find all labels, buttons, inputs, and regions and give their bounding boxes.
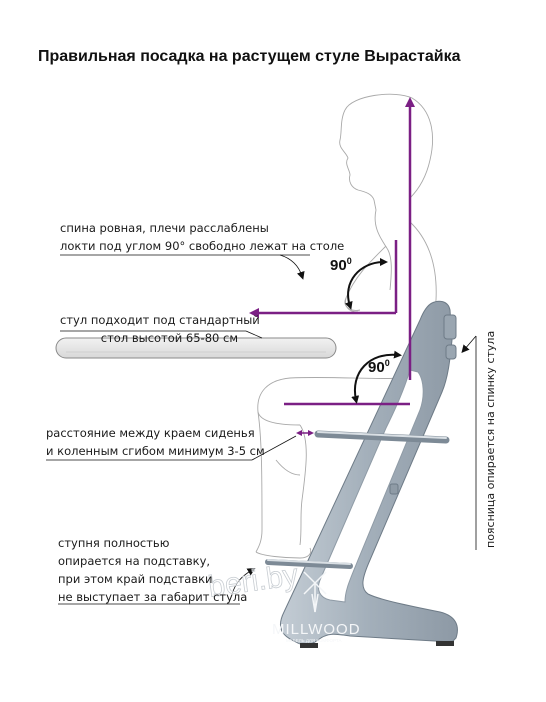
lumbar-note: поясница опирается на спинку стула [484, 330, 497, 548]
foot-pad [436, 641, 454, 646]
foot-note: ступня полностью опирается на подставку,… [58, 534, 248, 606]
foot-pad-2 [300, 643, 318, 648]
hip-angle-label: 900 [368, 358, 390, 376]
backrest-block [443, 314, 457, 340]
brand-name: MILLWOOD [272, 621, 361, 638]
foot-note-line-4: не выступает за габарит стула [58, 590, 248, 604]
knee-note-line-1: расстояние между краем сиденья [46, 426, 255, 440]
hip-angle-arc [351, 350, 402, 404]
knee-note-line-2: и коленным сгибом минимум 3-5 см [46, 444, 265, 458]
thigh-top [257, 376, 401, 413]
table-note-line-1: стул подходит под стандартный [60, 313, 260, 327]
foot-note-line-2: опирается на подставку, [58, 554, 211, 568]
adjust-knob [389, 483, 399, 495]
table-note-line-2: стол высотой 65-80 см [100, 331, 238, 345]
shin-back [299, 424, 307, 546]
table-top [55, 337, 337, 359]
back-note-pointer [279, 254, 305, 280]
back-note-line-2: локти под углом 90° свободно лежат на ст… [60, 239, 345, 253]
seat-bar-highlight [317, 431, 447, 439]
table-note: стул подходит под стандартный стол высот… [60, 311, 260, 347]
chair [265, 300, 458, 648]
foot [255, 547, 312, 559]
footrest-bar [265, 559, 353, 569]
calf-line [275, 459, 301, 476]
angle-arcs [344, 258, 402, 404]
windmill-icon [303, 571, 327, 613]
callout-lines [46, 254, 477, 605]
back-note-line-1: спина ровная, плечи расслаблены [60, 221, 269, 235]
seat-bar [314, 430, 450, 444]
thigh-bottom [257, 411, 301, 426]
torso-front [374, 209, 392, 291]
face-outline [339, 109, 377, 211]
knee-note-pointer [251, 435, 297, 461]
diagram-title: Правильная посадка на растущем стуле Выр… [38, 48, 461, 65]
back-note: спина ровная, плечи расслаблены локти по… [60, 219, 344, 255]
elbow-angle-arc [344, 258, 388, 310]
table-note-extension [245, 330, 263, 339]
head-outline [344, 93, 433, 222]
posture-guides [249, 97, 415, 436]
brand-tagline: МЕБЕЛЬ ДЛЯ КОМФОРТА [286, 638, 341, 643]
footrest-bar-highlight [267, 559, 351, 565]
knee-note: расстояние между краем сиденья и коленны… [46, 424, 265, 460]
elbow-angle-label: 900 [330, 256, 352, 274]
lumbar-note-pointer [461, 335, 477, 354]
foot-note-pointer [231, 567, 256, 595]
brand-logo: MILLWOOD МЕБЕЛЬ ДЛЯ КОМФОРТА [272, 571, 361, 643]
foot-note-line-1: ступня полностью [58, 536, 170, 550]
foot-note-line-3: при этом край подставки [58, 572, 213, 586]
shin-front [255, 411, 263, 553]
backrest-block-2 [445, 344, 457, 360]
chair-inner-cutout [317, 369, 424, 603]
